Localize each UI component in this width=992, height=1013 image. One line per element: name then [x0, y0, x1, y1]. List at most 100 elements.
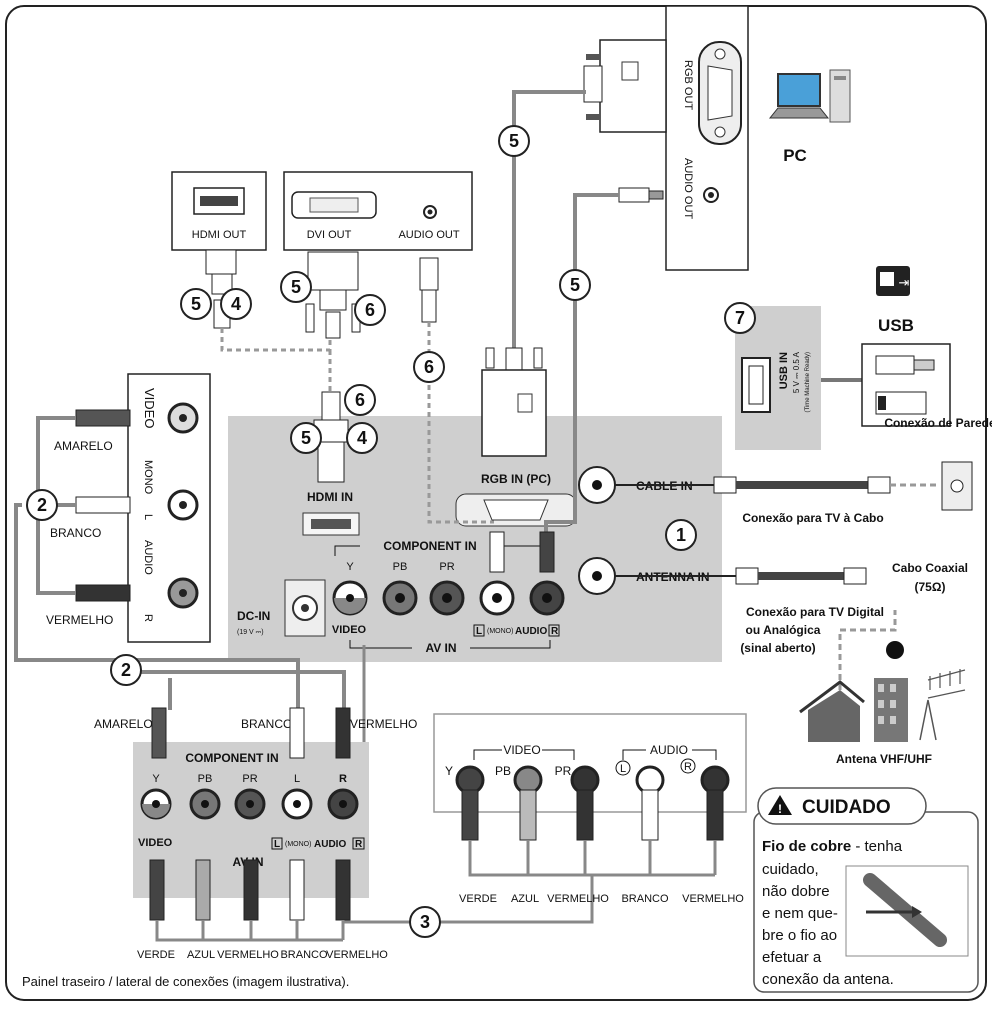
step-markers: 1 2 2 3 4 4 5 5 5 5 5 6 6 6 7 — [26, 125, 756, 938]
bottom-l-label: L — [274, 839, 280, 850]
bottom-r-frame — [352, 837, 365, 850]
component-video-label: VIDEO — [503, 743, 540, 757]
tv-component-jacks — [332, 580, 565, 616]
step-5-number-b: 5 — [291, 277, 301, 297]
antenna-vhf-uhf-label: Antena VHF/UHF — [836, 752, 932, 766]
hdmi-in-port-slot — [311, 519, 351, 529]
av-plug-audio-l — [75, 496, 131, 514]
component-color-verde: VERDE — [459, 893, 497, 905]
pc-vga-plug-screw-bottom — [586, 114, 600, 120]
bottom-jack-r-label: R — [339, 773, 347, 785]
dvi-plug — [307, 251, 359, 291]
copper-wire-icon — [863, 873, 947, 947]
rgb-in-port-pins — [483, 499, 549, 521]
cable-plug-left — [713, 476, 737, 494]
dvi-audio-out-label: AUDIO OUT — [398, 229, 459, 241]
usb-plug-icon — [875, 355, 915, 375]
step-7-number: 7 — [735, 308, 745, 328]
caution-line-6: conexão da antena. — [762, 971, 894, 988]
pc-vga-plug-boot — [583, 65, 603, 103]
bottom-av-plug-verde — [149, 859, 165, 921]
dvi-audio-out-pin — [427, 209, 433, 215]
pc-tower-icon — [829, 69, 851, 123]
tower-body — [829, 69, 851, 123]
step-3-number: 3 — [420, 912, 430, 932]
house-icon — [808, 690, 860, 742]
av-source-plugs — [75, 409, 131, 602]
pc-audio-plug-tip — [648, 190, 664, 200]
caution-line-2: não dobre — [762, 883, 830, 900]
tv-jack-label-pr: PR — [439, 561, 454, 573]
caution-line-0: Fio de cobre - tenha — [762, 838, 903, 855]
tv-vga-plug-label — [517, 393, 533, 413]
component-jack-r-label: R — [684, 761, 692, 773]
step-2-marker-b — [110, 654, 142, 686]
step-4-number-a: 4 — [231, 294, 241, 314]
footer-caption: Painel traseiro / lateral de conexões (i… — [22, 974, 349, 989]
laptop-screen — [777, 73, 821, 107]
av-cable-to-bottom — [14, 503, 300, 708]
usb-label: USB — [878, 316, 914, 335]
pc-vga-screw-top — [714, 48, 726, 60]
dvi-audio-plug — [419, 257, 439, 291]
component-color-vermelho: VERMELHO — [547, 893, 609, 905]
step-4-marker-b — [346, 422, 378, 454]
component-audio-label: AUDIO — [650, 743, 688, 757]
tv-audio-r-box: R — [551, 626, 559, 637]
step-6-number-b: 6 — [355, 390, 365, 410]
bottom-audio-label: AUDIO — [314, 839, 346, 850]
hdmi-in-plug — [317, 441, 345, 483]
tv-vga-plug-strain — [505, 347, 523, 373]
pc-laptop-icon — [768, 73, 830, 119]
step-5-marker-e — [559, 269, 591, 301]
antenna-plug-right — [843, 567, 867, 585]
usb-flash-end — [878, 396, 886, 410]
hdmi-dvi-dashed-cable — [220, 328, 332, 352]
tv-vga-plug-screw-left — [485, 347, 495, 369]
bottom-color-branco: BRANCO — [280, 949, 328, 961]
tv-jack-label-pb: PB — [393, 561, 408, 573]
pc-label: PC — [783, 146, 807, 165]
tv-mono-label: (MONO) — [487, 628, 513, 635]
bottom-jack-l-label: L — [294, 773, 300, 785]
tv-jack-pb-pin — [395, 593, 405, 603]
component-in-label: COMPONENT IN — [383, 539, 476, 553]
av-source-audio-label: AUDIO — [142, 540, 154, 575]
hdmi-out-label: HDMI OUT — [192, 229, 247, 241]
dvi-plug-strain — [325, 311, 341, 339]
av-source-l-label: L — [142, 514, 154, 520]
pc-vga-pins — [707, 65, 733, 121]
pc-audio-out-pin — [708, 192, 714, 198]
pc-audio-plug — [618, 187, 650, 203]
bottom-av-plug-vermelho-2 — [335, 859, 351, 921]
component-l-circle — [615, 760, 631, 776]
tv-video-label: VIDEO — [332, 624, 367, 636]
tv-audio-l-frame — [473, 624, 485, 637]
dvi-audio-plug-body — [421, 289, 437, 323]
tv-jack-y-pin — [346, 594, 354, 602]
av-amarelo-label: AMARELO — [54, 439, 113, 453]
dvi-audio-dashed-cable — [427, 322, 494, 524]
antenna-connector-icon — [886, 641, 904, 659]
bottom-plug-branco — [289, 707, 305, 759]
warning-icon — [768, 795, 792, 815]
cable-tv-label: Conexão para TV à Cabo — [742, 511, 883, 525]
bottom-color-vermelho-2: VERMELHO — [326, 949, 388, 961]
bottom-jack-pb-label: PB — [198, 773, 213, 785]
tv-audio-l-plug — [489, 531, 505, 573]
tv-audio-r-plug — [539, 531, 555, 573]
bottom-video-label: VIDEO — [138, 837, 173, 849]
component-video-bracket — [473, 749, 575, 760]
pc-audio-out-label: AUDIO OUT — [682, 158, 694, 219]
bottom-jack-pr-label: PR — [242, 773, 257, 785]
coaxial-ohm-label: (75Ω) — [915, 580, 946, 594]
step-6-marker-a — [354, 294, 386, 326]
caution-bold: Fio de cobre — [762, 838, 851, 855]
house-roof-icon — [799, 680, 865, 714]
av-source-r-label: R — [142, 614, 154, 622]
component-r-circle — [680, 758, 696, 774]
bottom-av-plugs — [149, 859, 351, 921]
tv-jack-label-y: Y — [346, 561, 354, 573]
cable-in-jack-pin — [592, 480, 602, 490]
step-6-number-a: 6 — [365, 300, 375, 320]
